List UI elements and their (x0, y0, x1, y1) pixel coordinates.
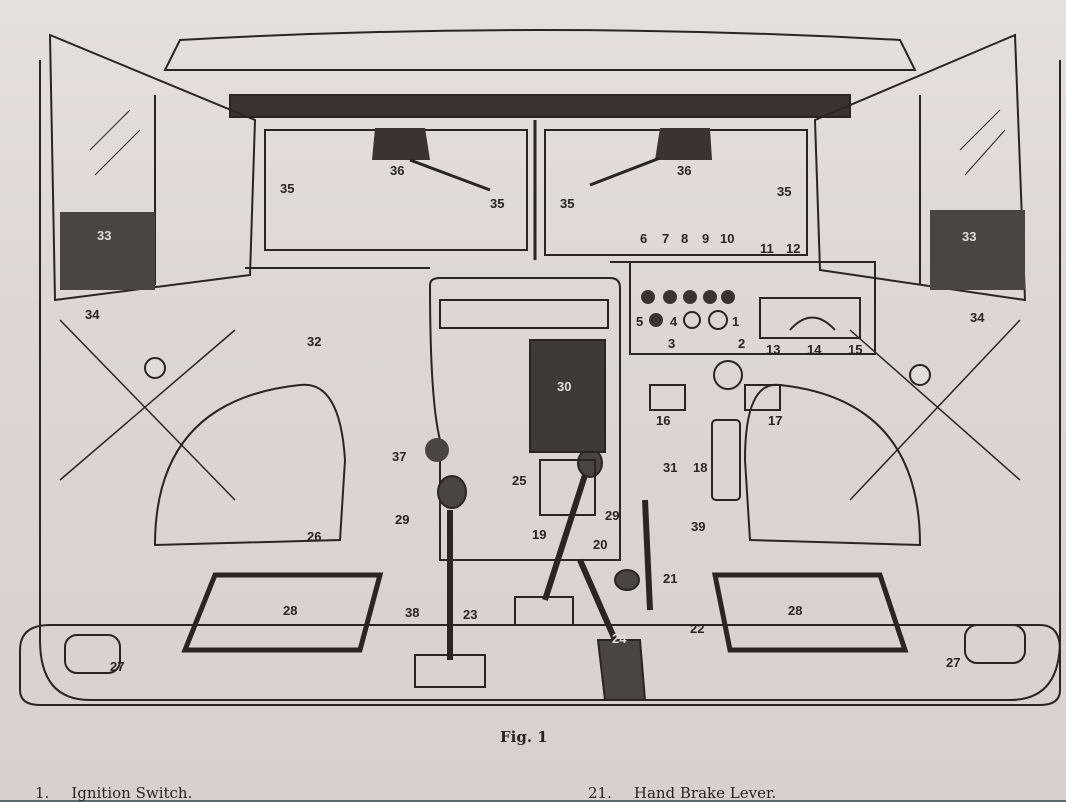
callout-29-left: 29 (395, 512, 409, 527)
gauge-37 (425, 438, 449, 462)
wiper-left (372, 128, 430, 160)
callout-6: 6 (640, 231, 647, 246)
callout-3: 3 (668, 336, 675, 351)
legend-item-21: 21. Hand Brake Lever. (588, 784, 776, 802)
knob-4 (683, 311, 701, 329)
callout-33-right: 33 (962, 229, 976, 244)
instrument-panel (629, 261, 876, 355)
cab-frame (39, 60, 1061, 701)
callout-2: 2 (738, 336, 745, 351)
callout-36-right: 36 (677, 163, 691, 178)
callout-19: 19 (532, 527, 546, 542)
knob-1 (708, 310, 728, 330)
steering-column (713, 360, 743, 390)
callout-30: 30 (557, 379, 571, 394)
floor-frame-left (181, 572, 384, 653)
callout-5: 5 (636, 314, 643, 329)
wheel-arch-right (743, 383, 922, 547)
callout-20: 20 (593, 537, 607, 552)
callout-8: 8 (681, 231, 688, 246)
callout-1: 1 (732, 314, 739, 329)
callout-13: 13 (766, 342, 780, 357)
callout-32: 32 (307, 334, 321, 349)
callout-35-a: 35 (280, 181, 294, 196)
stowage-bin-right (964, 624, 1026, 664)
callout-11: 11 (760, 241, 774, 256)
callout-12: 12 (786, 241, 800, 256)
stowage-panel-30 (529, 339, 606, 453)
callout-27-left: 27 (110, 659, 124, 674)
callout-16: 16 (656, 413, 670, 428)
callout-22: 22 (690, 621, 704, 636)
legend-item-1: 1. Ignition Switch. (35, 784, 192, 802)
floor-frame-right (711, 572, 909, 653)
pedal-pad-17 (744, 384, 781, 411)
callout-24: 24 (612, 631, 627, 646)
floor-plate (19, 624, 1061, 706)
lever-21 (642, 499, 653, 611)
callout-17: 17 (768, 413, 782, 428)
callout-15: 15 (848, 342, 862, 357)
wiper-right (655, 128, 712, 160)
center-console (428, 277, 621, 561)
legend-text: Ignition Switch. (71, 784, 193, 802)
callout-21: 21 (663, 571, 677, 586)
figure-caption: Fig. 1 (500, 728, 548, 746)
switch-5 (649, 313, 663, 327)
callout-10: 10 (720, 231, 734, 246)
door-left (48, 33, 257, 302)
lever-19 (542, 474, 588, 601)
switch-10 (721, 290, 735, 304)
stowage-bin-left (64, 634, 121, 674)
callout-14: 14 (807, 342, 822, 357)
callout-23: 23 (463, 607, 477, 622)
callout-28-left: 28 (283, 603, 297, 618)
stowage-panel-33-right (930, 210, 1025, 290)
callout-4: 4 (670, 314, 678, 329)
callout-18: 18 (693, 460, 707, 475)
callout-34-left: 34 (85, 307, 100, 322)
fuse-block-25 (539, 459, 596, 516)
callout-7: 7 (662, 231, 669, 246)
callout-31: 31 (663, 460, 677, 475)
callout-39: 39 (691, 519, 705, 534)
callout-38: 38 (405, 605, 419, 620)
callout-9: 9 (702, 231, 709, 246)
switch-7 (663, 290, 677, 304)
callout-36-left: 36 (390, 163, 404, 178)
callout-35-c: 35 (560, 196, 574, 211)
callout-33-left: 33 (97, 228, 111, 243)
legend-number: 1. (35, 784, 50, 802)
callout-35-b: 35 (490, 196, 504, 211)
legend-text: Hand Brake Lever. (633, 784, 777, 802)
callout-25: 25 (512, 473, 526, 488)
roof-band (229, 94, 851, 118)
legend-number: 21. (588, 784, 612, 802)
roof-edge (163, 29, 917, 71)
callout-28-right: 28 (788, 603, 802, 618)
switch-9 (703, 290, 717, 304)
switch-6 (641, 290, 655, 304)
pedal-pad-16 (649, 384, 686, 411)
callout-26: 26 (307, 529, 321, 544)
wheel-arch-left (153, 383, 347, 547)
pedal-24 (596, 639, 647, 701)
switch-8 (683, 290, 697, 304)
callout-27-right: 27 (946, 655, 960, 670)
stowage-panel-33-left (60, 212, 155, 290)
callout-34-right: 34 (970, 310, 985, 325)
accelerator-pedal (711, 419, 741, 501)
gauge-cluster (759, 297, 861, 339)
callout-37: 37 (392, 449, 406, 464)
callout-29-right: 29 (605, 508, 619, 523)
callout-35-d: 35 (777, 184, 791, 199)
